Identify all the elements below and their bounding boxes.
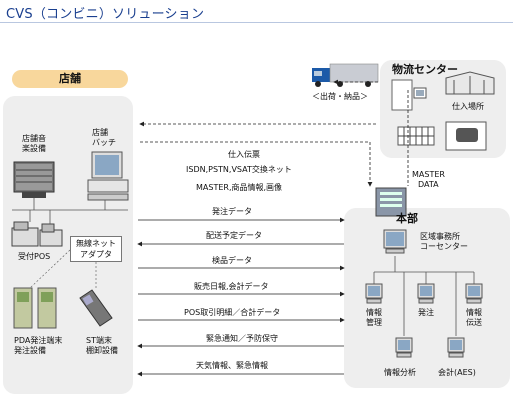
pos-equipment-icon [13, 161, 55, 198]
logistics-pc-icon [391, 79, 427, 111]
pda-label-2: 発注設備 [14, 346, 46, 355]
hq-header: 本部 [396, 212, 418, 225]
flow-label-1: 配送予定データ [206, 231, 262, 240]
hq-office-pc-icon [383, 229, 407, 254]
flow-label-network: ISDN,PSTN,VSAT交換ネット [186, 165, 292, 174]
pos-equipment-label-2: 楽設備 [22, 144, 46, 153]
terminal-accounting: 会計(AES) [438, 368, 476, 377]
terminal-info-transfer-1: 情報 [466, 308, 482, 317]
terminal-analysis: 情報分析 [384, 368, 416, 377]
terminal-icon [465, 283, 483, 304]
warehouse-icon [445, 71, 495, 95]
wireless-adapter-callout: 無線ネット アダプタ [70, 236, 122, 262]
warehouse-label: 仕入場所 [452, 102, 484, 111]
st-terminal-icon [79, 289, 113, 327]
terminal-icon [417, 283, 435, 304]
flow-label-2: 検品データ [212, 256, 252, 265]
phone-icon [445, 121, 487, 151]
truck-icon [312, 63, 379, 87]
wireless-adapter-label-1: 無線ネット [76, 239, 116, 248]
pos-equipment-label-1: 店舗音 [22, 134, 46, 143]
flow-label-6: 天気情報、緊急情報 [196, 361, 268, 370]
barcode-grid-icon [397, 126, 435, 146]
terminal-icon [395, 337, 413, 358]
flow-label-3: 販売日報,会計データ [194, 282, 269, 291]
master-data-label-2: DATA [418, 180, 439, 189]
terminal-icon [365, 283, 383, 304]
flow-label-master: MASTER,商品情報,画像 [196, 183, 283, 192]
hq-office-label-2: コーセンター [420, 242, 468, 251]
flow-label-0: 発注データ [212, 207, 252, 216]
st-terminal-label-2: 棚卸設備 [86, 346, 118, 355]
pda-label-1: PDA発注端末 [14, 336, 63, 345]
pda-icon [13, 287, 57, 329]
truck-label: ＜出荷・納品＞ [312, 92, 368, 101]
cash-register-icon [11, 221, 63, 247]
logistics-header: 物流センター [392, 63, 458, 76]
batch-pc-label-2: バッチ [92, 138, 116, 147]
batch-pc-label-1: 店舗 [92, 128, 108, 137]
flow-label-5: 緊急通知／予防保守 [206, 334, 278, 343]
master-data-label-1: MASTER [412, 170, 445, 179]
pos-register-label: 受付POS [18, 252, 51, 261]
flow-label-4: POS取引明細／合計データ [184, 308, 281, 317]
batch-pc-icon [87, 151, 129, 201]
wireless-adapter-label-2: アダプタ [80, 250, 112, 259]
terminal-info-mgmt-2: 管理 [366, 318, 382, 327]
store-header: 店舗 [12, 70, 128, 88]
st-terminal-label-1: ST端末 [86, 336, 112, 345]
hq-office-label-1: 区域事務所 [420, 232, 460, 241]
flow-label-invoice: 仕入伝票 [228, 150, 260, 159]
title-divider [0, 22, 513, 23]
terminal-order: 発注 [418, 308, 434, 317]
page-title: CVS（コンビニ）ソリューション [6, 7, 205, 22]
terminal-info-transfer-2: 伝送 [466, 318, 482, 327]
terminal-icon [447, 337, 465, 358]
terminal-info-mgmt-1: 情報 [366, 308, 382, 317]
hq-server-icon [375, 187, 407, 217]
